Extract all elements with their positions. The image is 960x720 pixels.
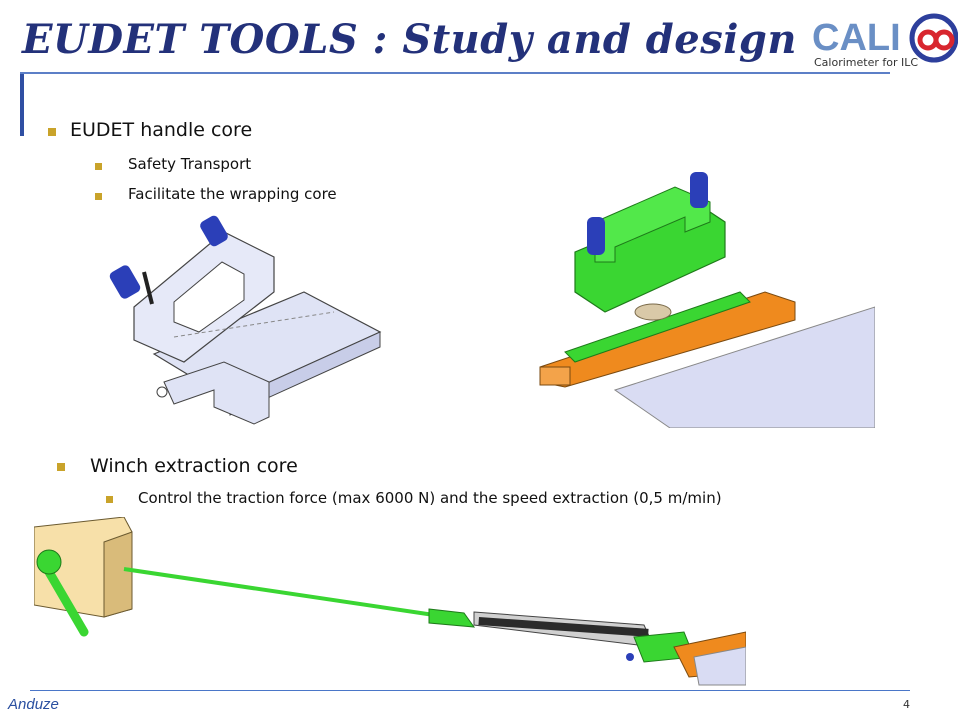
bullet-icon [106, 496, 113, 503]
section1-heading: EUDET handle core [70, 119, 253, 141]
bullet-icon [95, 163, 102, 170]
handle-core-colored-image [535, 162, 875, 428]
footer-rule [30, 690, 910, 691]
section2-item: Control the traction force (max 6000 N) … [138, 489, 722, 507]
section1-item: Facilitate the wrapping core [128, 185, 337, 203]
page-number: 4 [903, 698, 910, 711]
bullet-icon [95, 193, 102, 200]
handle-core-wireframe-image [104, 212, 386, 432]
svg-text:CALI: CALI [812, 17, 901, 59]
title-side-rule [20, 74, 24, 136]
calice-logo: CALI [812, 13, 958, 63]
winch-extraction-image [34, 517, 746, 687]
logo-subtitle: Calorimeter for ILC [814, 56, 919, 69]
section2-heading: Winch extraction core [90, 455, 298, 477]
title-underline [20, 72, 890, 74]
section1-item: Safety Transport [128, 155, 252, 173]
slide-title: EUDET TOOLS : Study and design [22, 16, 797, 63]
footer-author: Anduze [8, 696, 59, 713]
bullet-icon [57, 463, 65, 471]
bullet-icon [48, 128, 56, 136]
